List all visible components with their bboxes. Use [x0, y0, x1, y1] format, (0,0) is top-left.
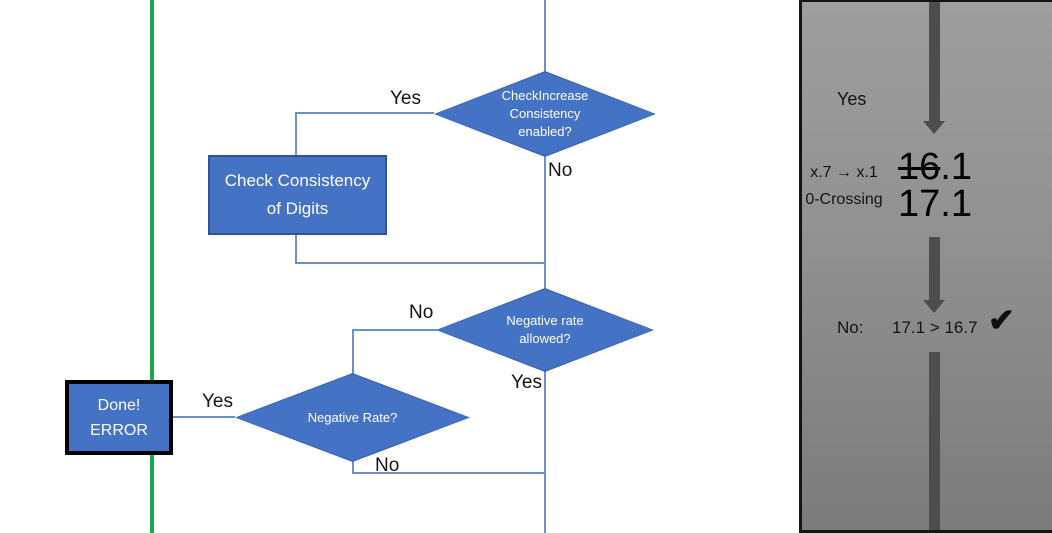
result-no-label: No: — [837, 318, 864, 337]
connector-negative-rate-no-h — [352, 472, 545, 474]
connector-box-bottom-v — [295, 234, 297, 264]
decision-check-increase-consistency: CheckIncrease Consistency enabled? — [434, 71, 656, 157]
connector-rate-allowed-no-v — [352, 329, 354, 374]
crossing-annotation: x.7 → x.1 0-Crossing — [805, 164, 883, 208]
decision-label: CheckIncrease Consistency enabled? — [501, 88, 589, 139]
result-comparison: 17.1 > 16.7 — [892, 318, 978, 337]
edge-label-negative-rate-yes: Yes — [202, 391, 233, 412]
old-value-struck: 16 — [898, 146, 941, 188]
decision-negative-rate: Negative Rate? — [235, 373, 470, 462]
down-arrow-2-shaft — [929, 237, 940, 301]
process-check-consistency-of-digits: Check Consistency of Digits — [208, 155, 387, 235]
connector-negative-rate-yes-h — [173, 416, 235, 418]
connector-check-increase-no-v — [544, 156, 546, 289]
connector-check-increase-yes-h — [295, 112, 434, 114]
down-arrow-3-shaft — [929, 352, 940, 530]
down-arrow-1-shaft — [929, 2, 940, 121]
decision-negative-rate-allowed: Negative rate allowed? — [436, 288, 654, 372]
edge-label-rate-allowed-yes: Yes — [511, 372, 542, 393]
decision-label: Negative Rate? — [307, 409, 398, 425]
new-value: 17.1 — [898, 183, 972, 225]
connector-rate-allowed-no-h — [352, 329, 437, 331]
connector-check-increase-yes-v — [295, 112, 297, 156]
old-value: 16.1 — [898, 146, 972, 188]
edge-label-check-increase-yes: Yes — [390, 88, 421, 109]
down-arrow-1-head-icon — [923, 121, 945, 134]
connector-top-into-check-increase — [544, 0, 546, 72]
value-comparison-block: 16.1 17.1 — [898, 146, 972, 225]
edge-label-check-increase-no: No — [548, 160, 573, 181]
connector-negative-rate-no-v — [352, 461, 354, 474]
edge-label-rate-allowed-no: No — [409, 302, 434, 323]
connector-box-merge-h — [295, 262, 545, 264]
gray-side-panel — [799, 0, 1052, 533]
old-value-rest: .1 — [940, 146, 972, 188]
down-arrow-2-head-icon — [923, 300, 945, 313]
green-divider-line — [150, 0, 154, 533]
panel-yes-label: Yes — [837, 89, 867, 109]
terminal-done-error: Done! ERROR — [65, 380, 173, 455]
check-icon: ✔ — [988, 302, 1015, 338]
decision-label: Negative rate allowed? — [506, 313, 584, 346]
edge-label-negative-rate-no: No — [375, 455, 400, 476]
connector-rate-allowed-yes-v — [544, 371, 546, 533]
